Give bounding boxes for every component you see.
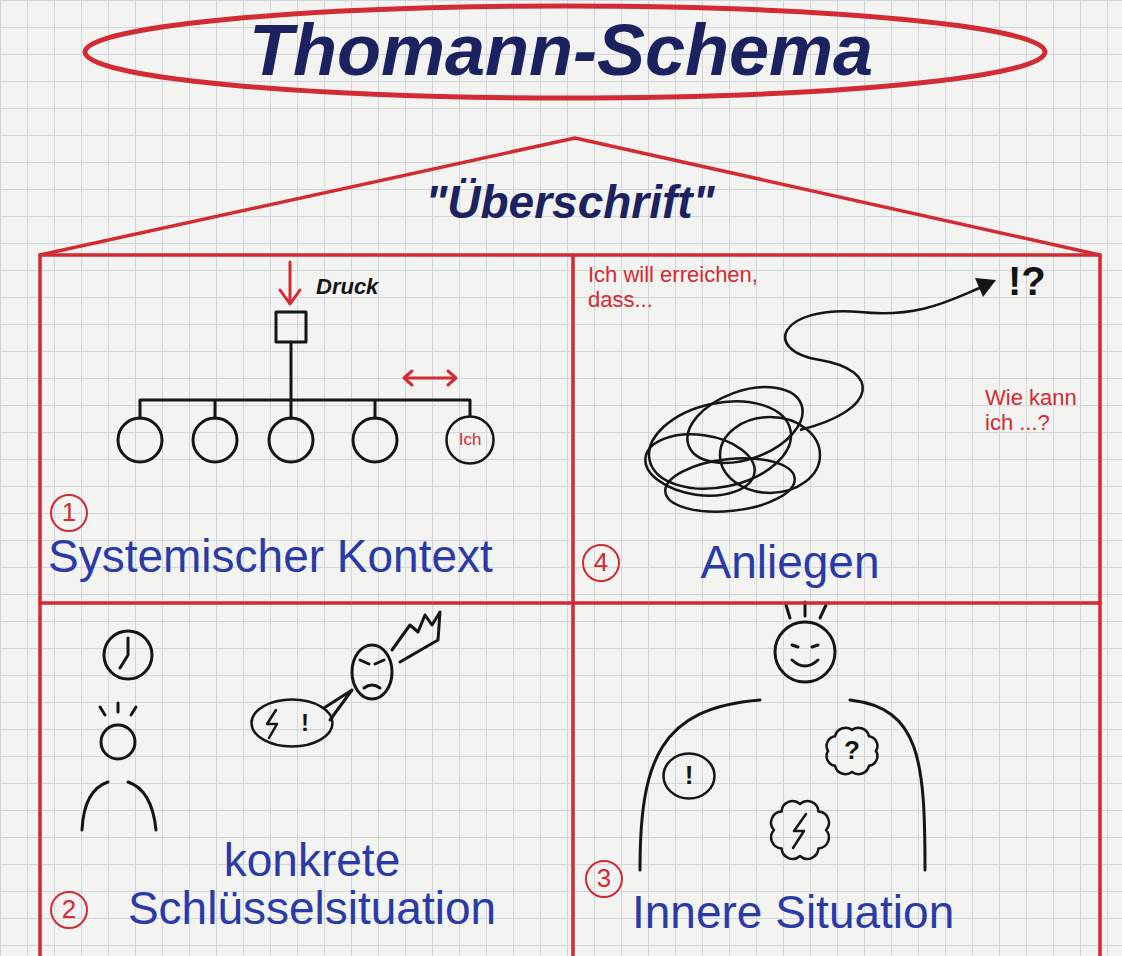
- text-slot: Druck: [316, 274, 436, 299]
- double-arrow: [404, 371, 456, 385]
- bubble-mark: ?: [844, 736, 860, 766]
- org-circle: Ich: [445, 415, 495, 465]
- quadrant-box: Ich Druck 1Systemischer Kontext: [40, 255, 573, 603]
- lightning-symbol: [267, 710, 277, 738]
- alarm-strokes: [100, 703, 136, 715]
- clock-hands: [120, 638, 128, 668]
- arrow-head: [975, 278, 996, 297]
- title-slot: Thomann-Schema: [0, 14, 1122, 86]
- title-oval: [85, 6, 1045, 98]
- circle-outline: [447, 417, 494, 464]
- org-circle: [118, 418, 162, 462]
- fist-symbol: [392, 612, 440, 662]
- text-slot: 3: [585, 860, 633, 898]
- thought-bubble: ?: [820, 722, 884, 780]
- quadrant-box: Ich will erreichen, dass...!? Wie kann ic…: [573, 255, 1100, 603]
- quadrant-title: konkrete Schlüsselsituation: [92, 836, 532, 933]
- ellipse-outline: [664, 754, 715, 799]
- ellipse-outline: [250, 698, 334, 748]
- org-circle: [193, 418, 237, 462]
- org-circle: [353, 418, 397, 462]
- text-slot: !: [662, 752, 716, 800]
- person-shoulders: [82, 782, 156, 830]
- pressure-arrow: [280, 262, 300, 304]
- text-slot: 4: [582, 544, 630, 582]
- house-line: [40, 138, 1100, 956]
- callout-number: 3: [585, 860, 623, 898]
- text-slot: konkrete Schlüsselsituation: [92, 836, 532, 933]
- thought-cloud: [771, 801, 829, 859]
- quadrant-box: !? 3Innere Situation: [573, 603, 1100, 956]
- scribble-loop: [663, 452, 798, 517]
- cloud-outline: [827, 728, 878, 774]
- callout-number: 2: [50, 891, 88, 929]
- heading-text: "Überschrift": [425, 176, 714, 229]
- quadrant-title: Systemischer Kontext: [48, 530, 493, 583]
- quadrant-title: Innere Situation: [632, 886, 954, 939]
- text-slot: Ich: [445, 415, 495, 465]
- text-slot: Wie kann ich ...?: [985, 385, 1097, 436]
- quadrant-title: Anliegen: [700, 536, 879, 589]
- house-line: [571, 255, 575, 956]
- angry-face: [352, 645, 392, 699]
- key-situation-sketch: [82, 612, 440, 830]
- text-slot: !: [250, 698, 334, 748]
- org-circle: [269, 418, 313, 462]
- house-line: [40, 601, 1100, 605]
- text-slot: "Überschrift": [40, 176, 1100, 229]
- bubble-mark: !: [685, 761, 694, 791]
- org-chart: [118, 312, 470, 462]
- bubble-tail: [324, 690, 352, 720]
- person-head: [101, 725, 135, 759]
- self-label: Ich: [459, 430, 482, 450]
- title: Thomann-Schema: [249, 14, 873, 86]
- person-body: [640, 700, 925, 870]
- goal-note: Ich will erreichen, dass...: [588, 262, 788, 313]
- clock-symbol: [104, 631, 152, 679]
- face-features: [792, 645, 818, 666]
- angry-features: [360, 660, 384, 688]
- pressure-arrow: [280, 262, 456, 385]
- org-lines: [140, 342, 470, 418]
- text-slot: !?: [1008, 258, 1068, 304]
- house-line: [40, 253, 1100, 257]
- pressure-label: Druck: [316, 274, 378, 299]
- goal-mark: !?: [1008, 258, 1046, 304]
- scribble-loop: [677, 373, 813, 478]
- text-slot: ?: [820, 722, 884, 780]
- quadrant-box: ! 2konkrete Schlüsselsituation: [40, 603, 573, 956]
- scribble-tail: [785, 287, 982, 430]
- speech-bubble: !: [250, 698, 334, 748]
- house-frame: Ich Druck 1Systemischer Kontext Ich will er…: [40, 138, 1100, 956]
- question-note: Wie kann ich ...?: [985, 385, 1097, 436]
- text-slot: 1: [50, 494, 98, 532]
- bubble-mark: !: [301, 709, 309, 737]
- scribble: [641, 287, 982, 518]
- lightning-symbol: [793, 814, 806, 848]
- text-slot: 2: [50, 891, 98, 929]
- text-slot: Innere Situation: [632, 886, 1072, 939]
- text-slot: Systemischer Kontext: [48, 530, 563, 583]
- thought-bubble: !: [662, 752, 716, 800]
- text-slot: Ich will erreichen, dass...: [588, 262, 788, 313]
- text-slot: Anliegen: [630, 536, 950, 589]
- org-box: [276, 312, 306, 342]
- callout-number: 1: [50, 494, 88, 532]
- ellipse-outline: [252, 700, 333, 747]
- inner-situation-sketch: [640, 602, 925, 870]
- person-head: [775, 622, 835, 682]
- callout-number: 4: [582, 544, 620, 582]
